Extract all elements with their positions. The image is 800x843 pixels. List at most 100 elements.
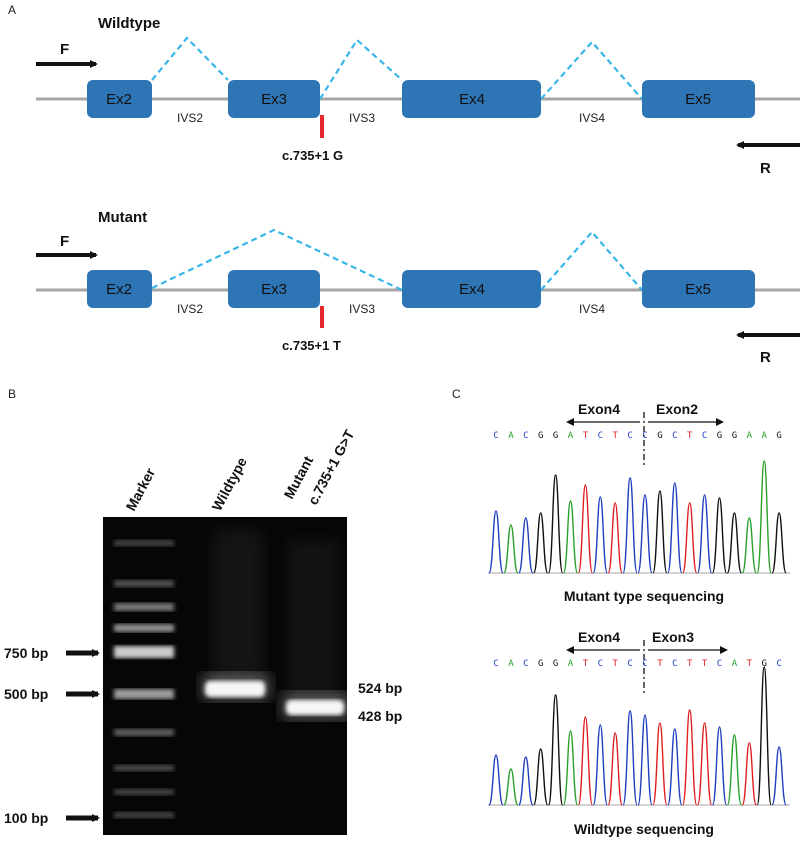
base-call: G xyxy=(538,431,543,441)
base-call: C xyxy=(523,659,528,669)
ladder-band xyxy=(114,765,174,771)
trace-peak xyxy=(488,754,504,806)
wildtype-smear xyxy=(213,530,263,680)
ladder-band xyxy=(114,789,174,795)
splice-ivs4 xyxy=(540,230,643,291)
trace-peak xyxy=(756,460,772,574)
exon-right-label: Exon3 xyxy=(652,629,694,645)
trace-peak xyxy=(592,496,608,574)
base-call: A xyxy=(568,431,574,441)
variant-label: c.735+1 G xyxy=(282,148,343,163)
intron-ivs4-label: IVS4 xyxy=(579,302,605,316)
trace-peak xyxy=(711,726,728,806)
base-call: C xyxy=(627,659,632,669)
splice-ivs3 xyxy=(319,38,403,100)
marker-size-100: 100 bp xyxy=(4,810,48,826)
base-call: T xyxy=(687,431,693,441)
trace-peak xyxy=(741,742,757,806)
base-call: T xyxy=(583,659,589,669)
exon-2-label: Ex2 xyxy=(106,91,132,108)
trace-peak xyxy=(637,494,653,574)
exon-3-label: Ex3 xyxy=(261,281,287,298)
trace-peak xyxy=(711,497,728,574)
exon-2-box xyxy=(87,80,152,118)
base-call: C xyxy=(702,431,707,441)
variant-label: c.735+1 T xyxy=(282,338,341,353)
wildtype-caption: Wildtype sequencing xyxy=(574,821,714,837)
trace-peak xyxy=(607,732,623,806)
base-call: C xyxy=(523,431,528,441)
panel-b-letter: B xyxy=(8,387,16,401)
trace-peak xyxy=(488,510,504,574)
ladder-band-500 xyxy=(114,689,174,699)
base-call: G xyxy=(657,431,662,441)
trace xyxy=(488,666,790,806)
trace-peak xyxy=(726,512,743,574)
trace-peak xyxy=(667,482,683,574)
trace xyxy=(488,460,790,574)
mutant-band xyxy=(286,700,344,715)
wildtype-title: Wildtype xyxy=(98,15,160,32)
marker-size-500: 500 bp xyxy=(4,686,48,702)
panel-a: A Wildtype F Ex2 Ex3 Ex4 Ex5 IVS2 IVS3 I… xyxy=(8,3,800,366)
ladder-band xyxy=(114,603,174,611)
marker-size-750: 750 bp xyxy=(4,645,48,661)
base-call: C xyxy=(598,659,603,669)
splice-ivs2 xyxy=(151,36,229,81)
intron-ivs2-label: IVS2 xyxy=(177,111,203,125)
mutant-caption: Mutant type sequencing xyxy=(564,588,724,604)
trace-peak xyxy=(518,517,534,574)
base-call: G xyxy=(553,431,558,441)
trace-peak xyxy=(696,494,713,574)
product-size-524: 524 bp xyxy=(358,680,402,696)
trace-peak xyxy=(637,714,653,806)
base-call: G xyxy=(732,431,737,441)
trace-peak xyxy=(667,728,683,806)
marker-ladder xyxy=(114,540,174,818)
trace-peak xyxy=(696,722,713,806)
trace-peak xyxy=(771,746,787,806)
exon-5-box xyxy=(642,270,755,308)
trace-peak xyxy=(533,512,549,574)
trace-peak xyxy=(503,524,519,574)
base-call: C xyxy=(642,659,647,669)
ladder-band xyxy=(114,624,174,632)
reverse-primer-label: R xyxy=(760,160,771,177)
base-call: A xyxy=(508,431,514,441)
intron-ivs3-label: IVS3 xyxy=(349,302,375,316)
exon-4-label: Ex4 xyxy=(459,91,485,108)
exon-4-box xyxy=(402,270,541,308)
base-call: T xyxy=(657,659,663,669)
splice-ivs4 xyxy=(540,40,643,100)
base-call: A xyxy=(508,659,514,669)
gel-image xyxy=(103,517,349,835)
base-call: G xyxy=(538,659,543,669)
intron-ivs2-label: IVS2 xyxy=(177,302,203,316)
mutant-smear xyxy=(287,540,339,700)
base-call: C xyxy=(776,659,781,669)
base-call: C xyxy=(672,659,677,669)
base-call: T xyxy=(747,659,753,669)
exon-3-box xyxy=(228,270,320,308)
trace-peak xyxy=(577,716,594,806)
product-size-428: 428 bp xyxy=(358,708,402,724)
intron-ivs3-label: IVS3 xyxy=(349,111,375,125)
base-call: C xyxy=(493,431,498,441)
lane-label-wildtype: Wildtype xyxy=(209,454,251,513)
base-call: A xyxy=(761,431,767,441)
mutant-title: Mutant xyxy=(98,209,147,226)
panel-a-letter: A xyxy=(8,3,16,17)
base-call: G xyxy=(553,659,558,669)
base-call: T xyxy=(612,659,618,669)
base-call: T xyxy=(583,431,589,441)
trace-peak xyxy=(682,502,698,574)
exon-5-label: Ex5 xyxy=(685,91,711,108)
base-call: C xyxy=(627,431,632,441)
splice-exon2-exon4 xyxy=(151,228,403,291)
exon-2-label: Ex2 xyxy=(106,281,132,298)
